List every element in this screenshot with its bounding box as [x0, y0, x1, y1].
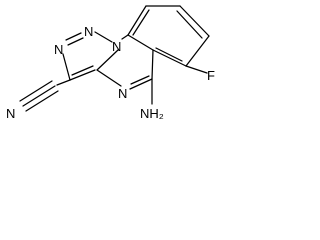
bond-n4-c5: [129, 78, 153, 90]
atom-label-ring-n4: N: [118, 86, 127, 101]
bond-n2-n1: [65, 32, 82, 41]
atom-label-ring-n1: N: [84, 24, 93, 39]
bond-c6-c5a: [152, 49, 187, 67]
bond-nitrile-triple-b: [19, 80, 53, 102]
bond-c9a-n10: [121, 34, 129, 40]
bond-c3-c3a-inner: [71, 65, 94, 76]
bond-c3-c3a: [69, 69, 96, 81]
bond-c6-f: [185, 65, 208, 74]
bond-n1-n10: [94, 31, 113, 43]
atom-label-amino: NH₂: [140, 106, 164, 121]
bond-c5a-c9a: [127, 34, 154, 51]
bond-c9a-c9: [127, 5, 147, 36]
atom-label-ring-n2: N: [54, 42, 63, 57]
bond-c8-c7: [179, 5, 210, 37]
bond-c8-c7-inner: [176, 10, 203, 39]
bond-n2-n1-inner: [67, 37, 84, 46]
bond-n10-c3a: [96, 49, 119, 71]
bond-c7-c6: [185, 35, 210, 67]
bond-c3-cn: [56, 79, 71, 86]
bond-nitrile-triple-a: [22, 85, 56, 107]
bond-nitrile-triple-c: [25, 90, 59, 112]
bond-c3a-n4: [96, 69, 122, 87]
atom-label-nitrile-n: N: [6, 106, 15, 121]
molecule-structure: N N N N N F NH₂: [6, 5, 215, 121]
bond-c9a-c9-inner: [132, 9, 150, 36]
bond-c6-c5a-inner: [155, 47, 183, 62]
bond-n4-c5-inner: [130, 75, 150, 85]
bond-c5-c5a: [151, 49, 154, 80]
atom-label-layer: N N N N N F NH₂: [6, 24, 215, 121]
bond-layer: [19, 5, 210, 112]
atom-label-ring-n3: N: [112, 39, 121, 54]
atom-label-fluorine: F: [207, 68, 215, 83]
bond-c3-n2: [62, 53, 71, 81]
